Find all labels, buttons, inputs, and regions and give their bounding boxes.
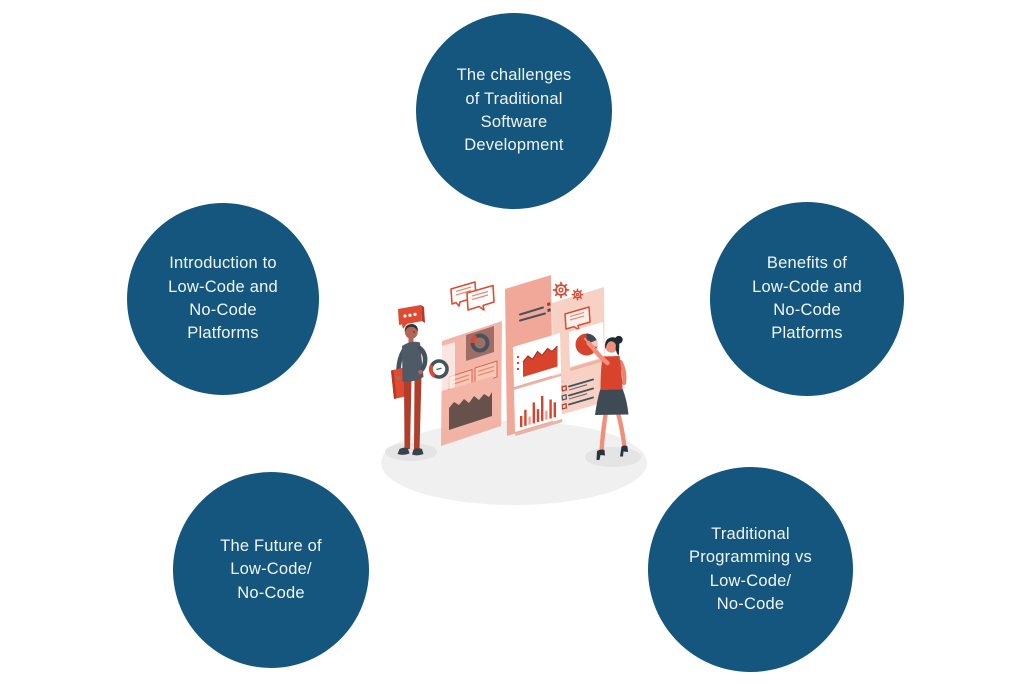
woman-figure [584,335,629,460]
dashboard-illustration [371,250,661,516]
chat-bubbles-icon [450,281,495,311]
topic-label: Benefits of Low-Code and No-Code Platfor… [752,254,862,343]
topic-label: The challenges of Traditional Software D… [456,66,572,155]
pie-chart-card [569,322,605,371]
gears-icon [552,281,584,301]
topic-label: The Future of Low-Code/ No-Code [220,536,322,602]
topic-label: Introduction to Low-Code and No-Code Pla… [168,254,278,343]
topic-circle-challenges: The challenges of Traditional Software D… [416,13,612,209]
topic-label: Traditional Programming vs Low-Code/ No-… [689,524,812,613]
gauge-card [423,342,455,397]
speech-bubble-icon [398,305,425,329]
man-figure [391,324,428,456]
bar-chart-card [514,376,563,436]
topic-circle-benefits: Benefits of Low-Code and No-Code Platfor… [710,202,904,396]
topic-circle-introduction: Introduction to Low-Code and No-Code Pla… [127,203,319,395]
topic-circle-future: The Future of Low-Code/ No-Code [173,472,369,668]
topic-circle-comparison: Traditional Programming vs Low-Code/ No-… [648,467,853,672]
checklist-icon [561,378,594,410]
